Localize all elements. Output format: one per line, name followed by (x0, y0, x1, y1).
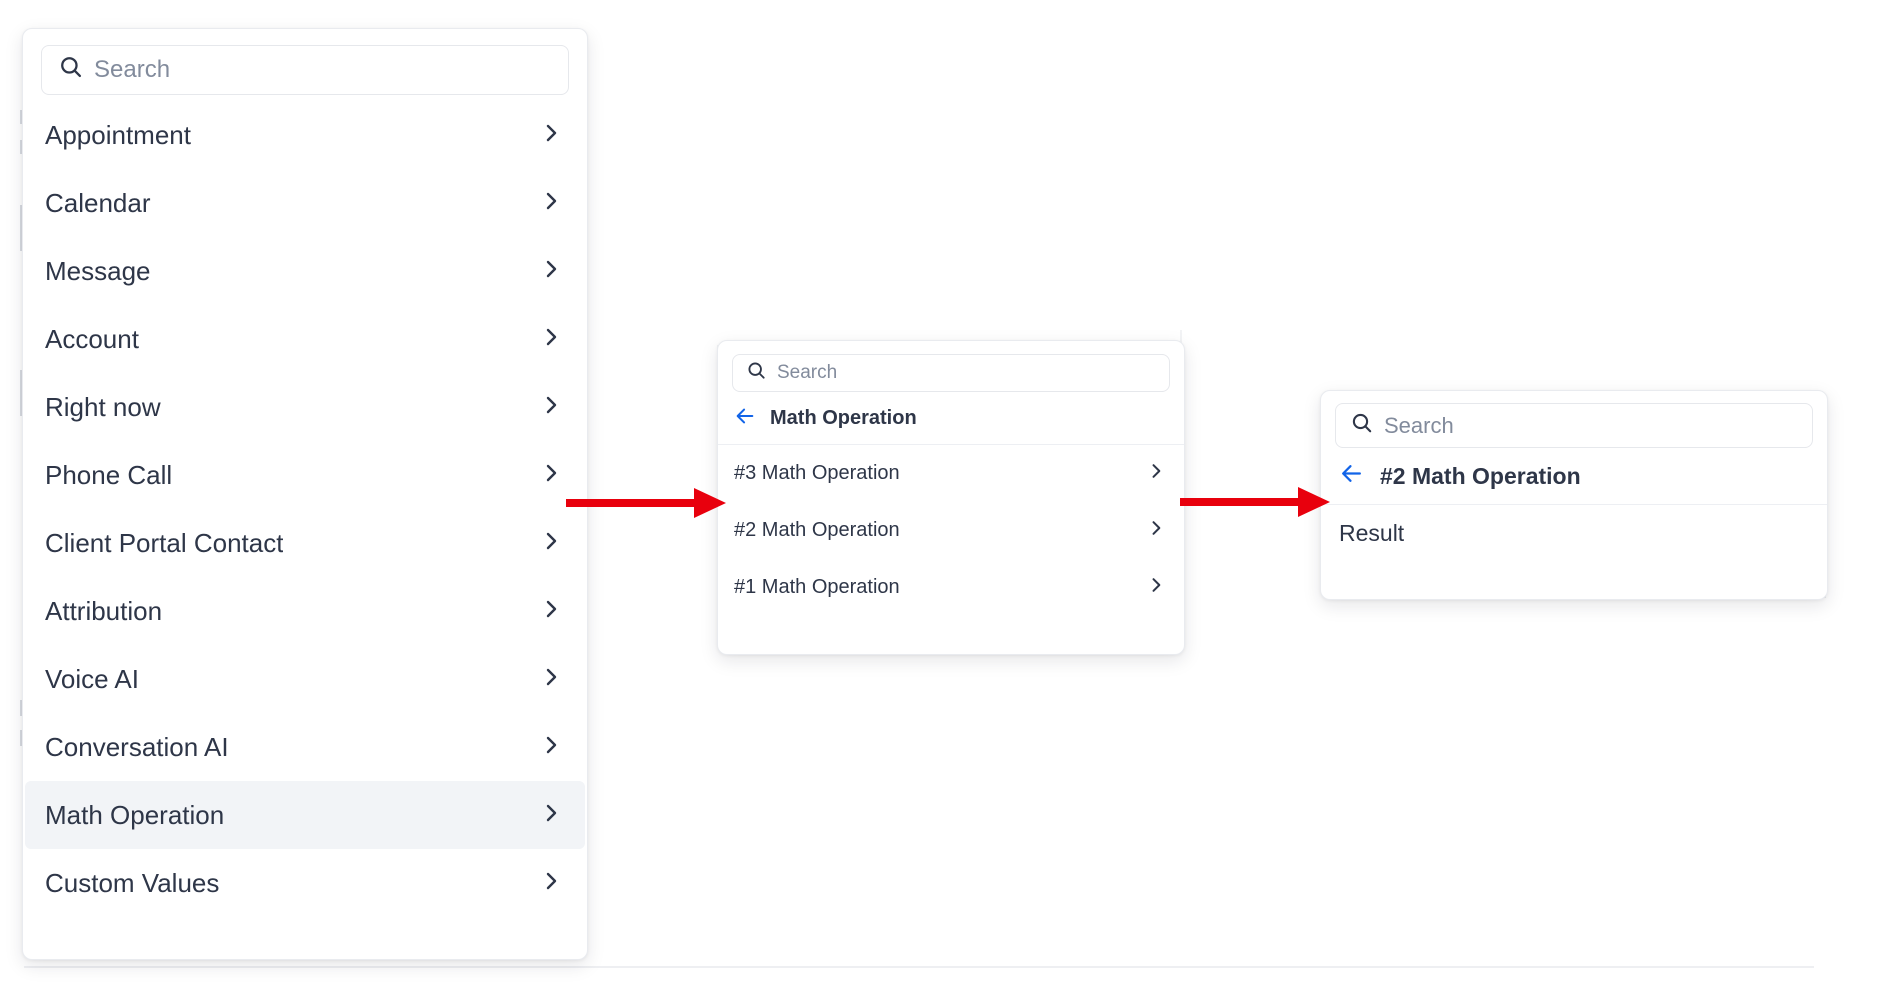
chevron-right-icon (539, 529, 563, 558)
list-item-label: Phone Call (45, 459, 173, 490)
background-window-edge (20, 370, 22, 416)
list-item-math-operation-1[interactable]: #1 Math Operation (718, 559, 1184, 616)
background-window-edge (20, 110, 22, 124)
flow-arrow-middle-to-right (1180, 487, 1330, 517)
search-input[interactable]: Search (732, 354, 1170, 392)
chevron-right-icon (539, 325, 563, 354)
list-item-label: Math Operation (45, 799, 225, 830)
list-item-math-operation-3[interactable]: #3 Math Operation (718, 445, 1184, 502)
list-item-label: Appointment (45, 119, 191, 150)
back-button-label: #2 Math Operation (1380, 462, 1581, 489)
list-item-appointment[interactable]: Appointment (25, 101, 585, 169)
arrow-left-icon (734, 405, 756, 432)
list-item-label: #3 Math Operation (734, 462, 900, 484)
list-item-label: Conversation AI (45, 731, 229, 762)
list-item-label: #2 Math Operation (734, 519, 900, 541)
search-placeholder: Search (1384, 412, 1454, 438)
chevron-right-icon (539, 257, 563, 286)
math-operation-2-submenu-panel: Search #2 Math Operation Result (1320, 390, 1828, 600)
search-icon (58, 54, 84, 87)
math-operation-list: #3 Math Operation #2 Math Operation #1 M… (718, 445, 1184, 616)
list-item-custom-values[interactable]: Custom Values (25, 849, 585, 917)
list-item-math-operation-2[interactable]: #2 Math Operation (718, 502, 1184, 559)
search-icon (1350, 411, 1374, 441)
chevron-right-icon (1146, 518, 1166, 543)
search-input[interactable]: Search (1335, 403, 1813, 448)
chevron-right-icon (539, 461, 563, 490)
list-item-label: Attribution (45, 595, 163, 626)
search-placeholder: Search (777, 362, 838, 383)
search-icon (746, 360, 767, 387)
chevron-right-icon (539, 597, 563, 626)
list-item-phone-call[interactable]: Phone Call (25, 441, 585, 509)
list-item-label: Custom Values (45, 867, 220, 898)
list-item-label: Client Portal Contact (45, 527, 284, 558)
flow-arrow-left-to-middle (566, 488, 726, 518)
list-item-label: Account (45, 323, 139, 354)
search-container: Search (1321, 391, 1827, 448)
list-item-right-now[interactable]: Right now (25, 373, 585, 441)
back-button-label: Math Operation (770, 406, 917, 429)
background-window-edge (20, 730, 22, 746)
list-item-calendar[interactable]: Calendar (25, 169, 585, 237)
search-input[interactable]: Search (41, 45, 569, 95)
chevron-right-icon (539, 121, 563, 150)
background-window-edge (20, 140, 22, 154)
search-placeholder: Search (94, 56, 171, 83)
background-window-edge (24, 966, 1814, 968)
chevron-right-icon (1146, 575, 1166, 600)
chevron-right-icon (539, 393, 563, 422)
list-item-label: Result (1339, 519, 1405, 546)
math-operation-submenu-panel: Search Math Operation #3 Math Operation (717, 340, 1185, 655)
background-window-edge (20, 700, 22, 716)
divider (1321, 504, 1827, 505)
chevron-right-icon (539, 733, 563, 762)
background-window-edge (20, 205, 22, 251)
list-item-label: #1 Math Operation (734, 576, 900, 598)
list-item-label: Calendar (45, 187, 151, 218)
search-container: Search (718, 341, 1184, 392)
search-container: Search (23, 29, 587, 95)
arrow-left-icon (1339, 461, 1364, 491)
list-item-conversation-ai[interactable]: Conversation AI (25, 713, 585, 781)
chevron-right-icon (539, 869, 563, 898)
chevron-right-icon (539, 189, 563, 218)
chevron-right-icon (539, 801, 563, 830)
back-button[interactable]: #2 Math Operation (1321, 448, 1827, 504)
list-item-account[interactable]: Account (25, 305, 585, 373)
chevron-right-icon (1146, 461, 1166, 486)
list-item-voice-ai[interactable]: Voice AI (25, 645, 585, 713)
back-button[interactable]: Math Operation (718, 392, 1184, 444)
category-list-panel: Search Appointment Calendar (22, 28, 588, 960)
list-item-message[interactable]: Message (25, 237, 585, 305)
list-item-label: Voice AI (45, 663, 139, 694)
list-item-label: Right now (45, 391, 161, 422)
divider (718, 444, 1184, 445)
chevron-right-icon (539, 665, 563, 694)
math-operation-2-list: Result (1321, 505, 1827, 561)
list-item-label: Message (45, 255, 151, 286)
list-item-client-portal-contact[interactable]: Client Portal Contact (25, 509, 585, 577)
category-list: Appointment Calendar Message (23, 95, 587, 917)
list-item-result[interactable]: Result (1321, 505, 1827, 561)
list-item-attribution[interactable]: Attribution (25, 577, 585, 645)
list-item-math-operation[interactable]: Math Operation (25, 781, 585, 849)
